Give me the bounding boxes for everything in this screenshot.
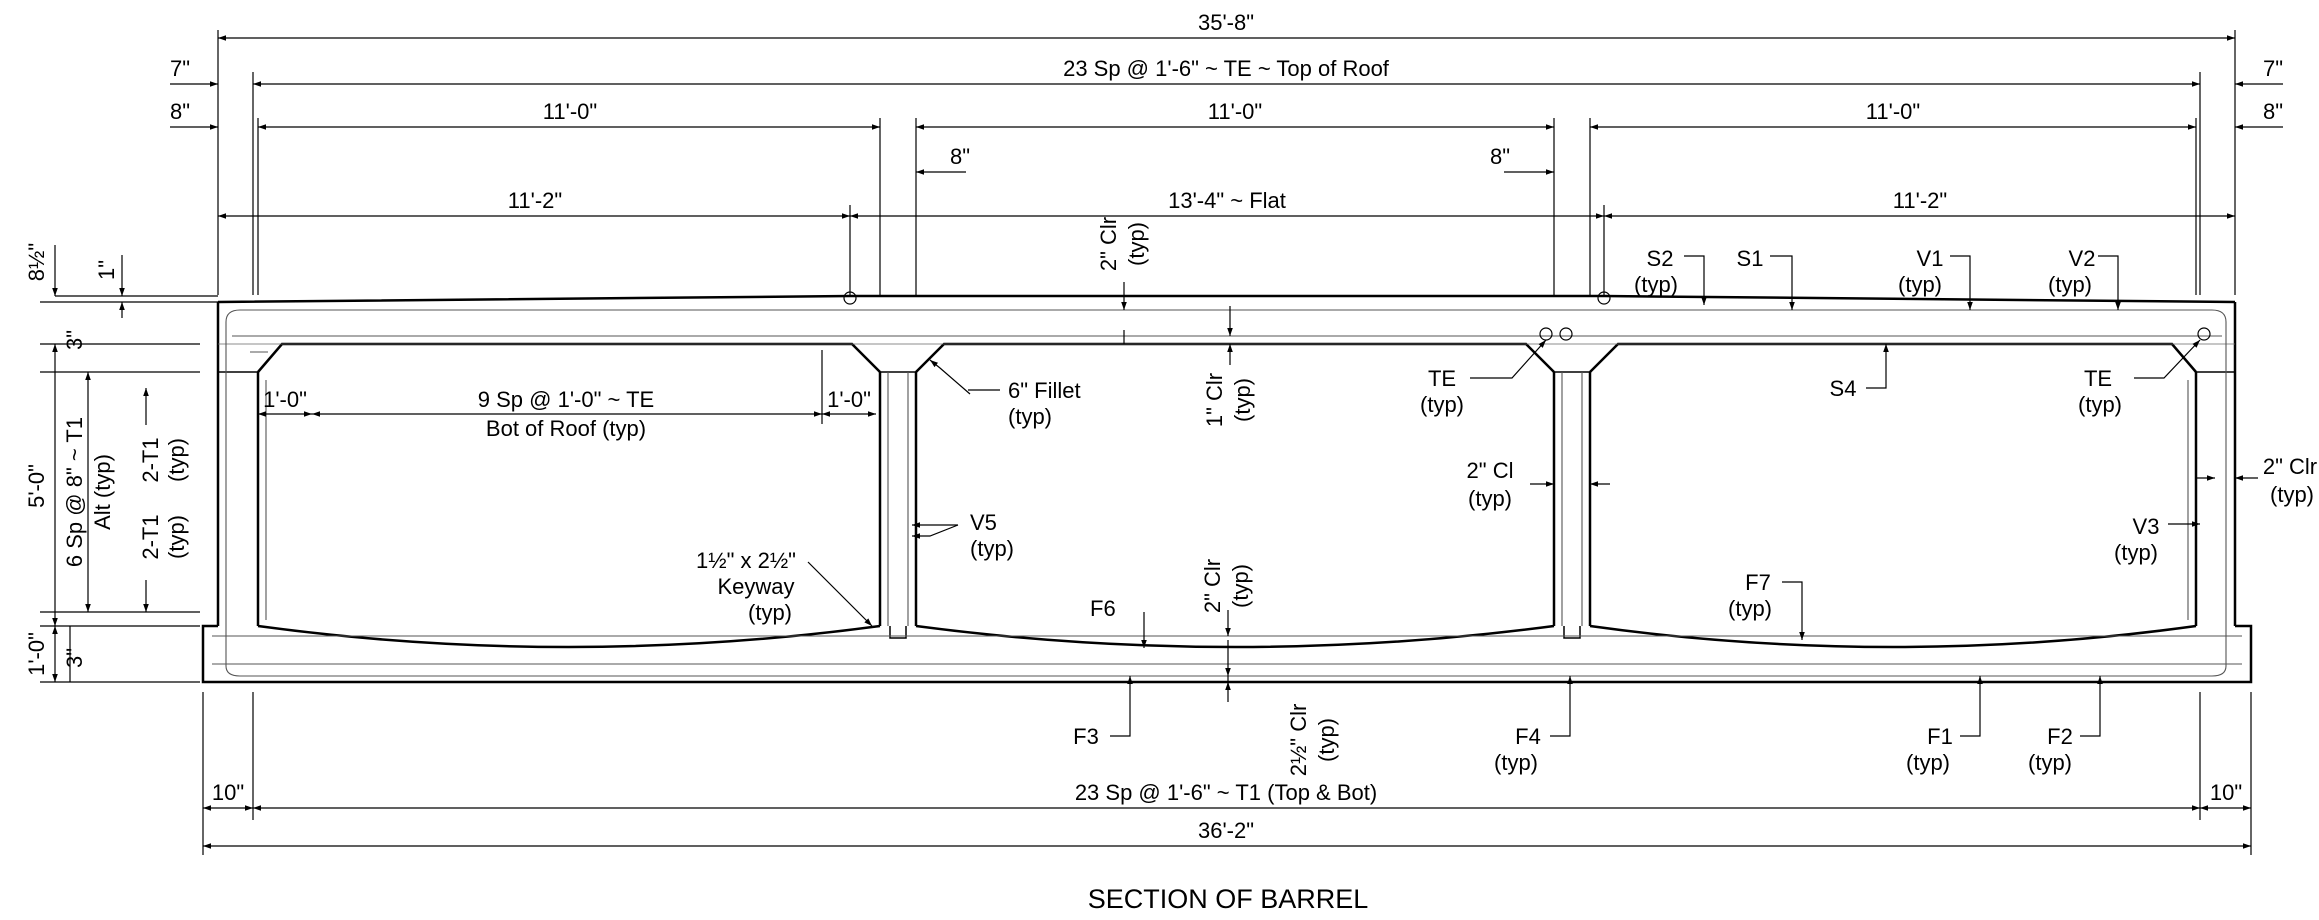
rebar (212, 309, 2242, 677)
dim-roof-bot-label: Bot of Roof (typ) (486, 416, 646, 441)
dim-cell-1: 11'-0" (543, 99, 597, 124)
dim-three-top: 3" (62, 330, 87, 350)
lbl-f4: F4 (1515, 724, 1541, 749)
lbl-f1: F1 (1927, 724, 1953, 749)
cell1-soffit (257, 342, 881, 373)
dim-cell-3: 11'-0" (1866, 99, 1920, 124)
lbl-clr-right-typ: (typ) (2270, 482, 2314, 507)
dim-2t1-a: 2-T1 (138, 437, 163, 482)
dimension-text: 35'-8" 23 Sp @ 1'-6" ~ TE ~ Top of Roof … (24, 10, 2283, 843)
dim-top-of-roof: 23 Sp @ 1'-6" ~ TE ~ Top of Roof (1063, 56, 1390, 81)
lbl-f1-typ: (typ) (1906, 750, 1950, 775)
lbl-te-mid-typ: (typ) (1420, 392, 1464, 417)
lbl-clr-top-typ: (typ) (1124, 222, 1149, 266)
lbl-keyway-1: 1½" x 2½" (696, 548, 796, 573)
dim-mid-8-left: 8" (950, 144, 970, 169)
dim-one-ft: 1'-0" (24, 632, 49, 676)
lbl-v5-typ: (typ) (970, 536, 1014, 561)
lbl-f7: F7 (1745, 570, 1771, 595)
dim-overall-bot: 36'-2" (1198, 818, 1254, 843)
barrel-structure (201, 294, 2253, 684)
lbl-v2-typ: (typ) (2048, 272, 2092, 297)
dim-overall-top: 35'-8" (1198, 10, 1254, 35)
lbl-keyway-typ: (typ) (748, 600, 792, 625)
lbl-s1: S1 (1737, 246, 1764, 271)
lbl-clr-25-typ: (typ) (1314, 718, 1339, 762)
lbl-clr-2-floor: 2" Clr (1200, 559, 1225, 613)
lbl-f4-typ: (typ) (1494, 750, 1538, 775)
lbl-v2: V2 (2069, 246, 2096, 271)
dim-roof-bot-spacing: 9 Sp @ 1'-0" ~ TE (478, 387, 654, 412)
dim-right-112: 11'-2" (1893, 188, 1947, 213)
keyway-1 (889, 626, 907, 639)
dim-left-7: 7" (170, 56, 190, 81)
lbl-cl-2: 2" Cl (1467, 458, 1514, 483)
lbl-te-mid: TE (1428, 366, 1456, 391)
dim-flat: 13'-4" ~ Flat (1168, 188, 1286, 213)
lbl-clr-1-typ: (typ) (1230, 378, 1255, 422)
dim-bot-left-10: 10" (212, 780, 244, 805)
lbl-te-right-typ: (typ) (2078, 392, 2122, 417)
lbl-s2: S2 (1647, 246, 1674, 271)
lbl-te-right: TE (2084, 366, 2112, 391)
dim-left-112: 11'-2" (508, 188, 562, 213)
dim-height-8half: 8½" (24, 243, 49, 281)
lbl-s2-typ: (typ) (1634, 272, 1678, 297)
lbl-v5: V5 (970, 510, 997, 535)
dim-bot-right-10: 10" (2210, 780, 2242, 805)
dimension-lines (40, 30, 2283, 855)
dim-five-ft: 5'-0" (24, 464, 49, 508)
pier1 (878, 372, 918, 626)
dim-three-bot: 3" (62, 648, 87, 668)
dim-roof-bot-left: 1'-0" (263, 387, 307, 412)
lbl-f2: F2 (2047, 724, 2073, 749)
lbl-f7-typ: (typ) (1728, 596, 1772, 621)
dim-cell-2: 11'-0" (1208, 99, 1262, 124)
dim-2t1-b: 2-T1 (138, 514, 163, 559)
drawing-title: SECTION OF BARREL (1088, 884, 1369, 914)
dim-left-8: 8" (170, 99, 190, 124)
lbl-f3: F3 (1073, 724, 1099, 749)
lbl-keyway-2: Keyway (717, 574, 794, 599)
cell2-soffit (915, 342, 1555, 373)
dim-alt-typ: Alt (typ) (90, 454, 115, 530)
dim-six-sp: 6 Sp @ 8" ~ T1 (62, 417, 87, 567)
pier2 (1552, 372, 1592, 626)
lbl-fillet: 6" Fillet (1008, 378, 1081, 403)
footing-slab (201, 624, 2253, 684)
dim-mid-8-right: 8" (1490, 144, 1510, 169)
dim-bot-spacing: 23 Sp @ 1'-6" ~ T1 (Top & Bot) (1075, 780, 1377, 805)
lbl-clr-25: 2½" Clr (1286, 704, 1311, 777)
lbl-v3-typ: (typ) (2114, 540, 2158, 565)
lbl-v1: V1 (1917, 246, 1944, 271)
dim-one-inch: 1" (94, 260, 119, 280)
lbl-clr-top: 2" Clr (1096, 217, 1121, 271)
lbl-fillet-typ: (typ) (1008, 404, 1052, 429)
lbl-f2-typ: (typ) (2028, 750, 2072, 775)
dim-right-7: 7" (2263, 56, 2283, 81)
roof-top-outline (217, 294, 2236, 304)
dim-2t1-a-typ: (typ) (164, 438, 189, 482)
lbl-v1-typ: (typ) (1898, 272, 1942, 297)
dim-right-8: 8" (2263, 99, 2283, 124)
keyway-2 (1563, 626, 1581, 639)
lbl-clr-2-floor-typ: (typ) (1228, 564, 1253, 608)
lbl-cl-2-typ: (typ) (1468, 486, 1512, 511)
callout-text: 2" Clr (typ) 1" Clr (typ) 2" Clr (typ) 2… (696, 217, 2317, 776)
lbl-f6: F6 (1090, 596, 1116, 621)
dim-roof-bot-right: 1'-0" (827, 387, 871, 412)
dim-2t1-b-typ: (typ) (164, 515, 189, 559)
lbl-clr-1: 1" Clr (1202, 373, 1227, 427)
lbl-v3: V3 (2133, 514, 2160, 539)
lbl-s4: S4 (1830, 376, 1857, 401)
lbl-clr-right: 2" Clr (2263, 454, 2317, 479)
